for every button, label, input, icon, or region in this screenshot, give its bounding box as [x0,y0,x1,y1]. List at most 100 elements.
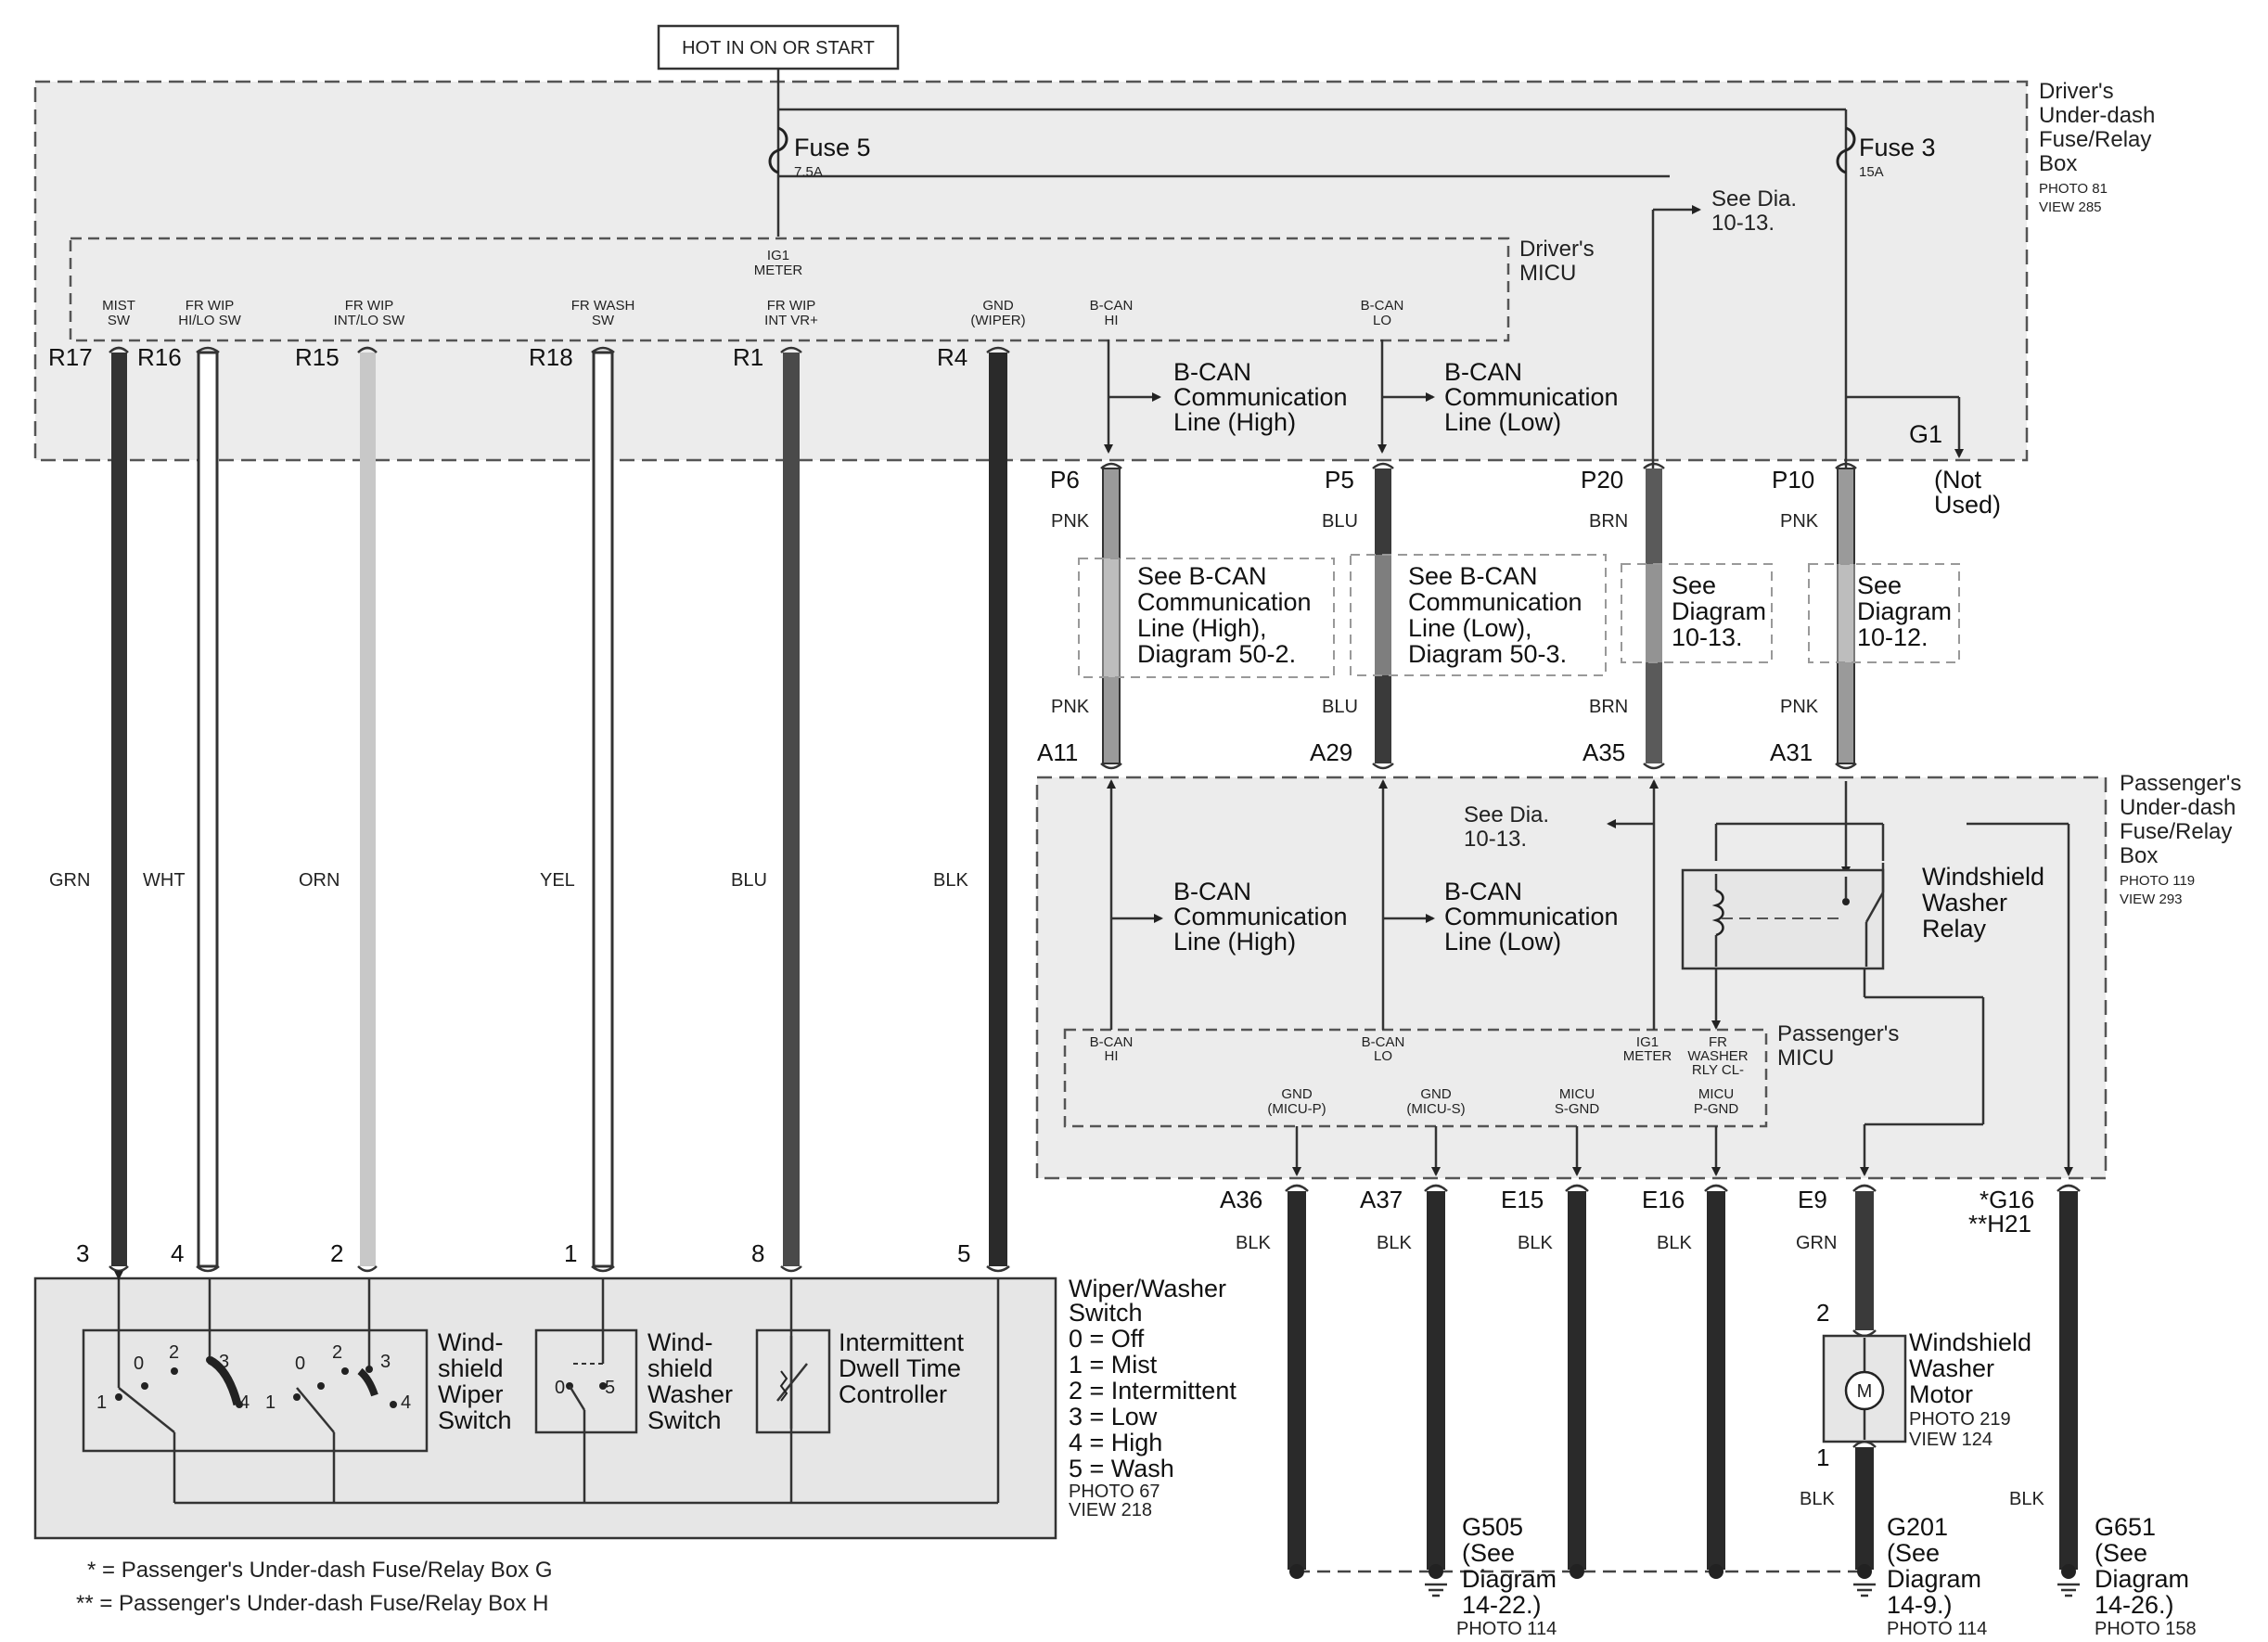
pin-1: 1 [564,1239,577,1267]
meter-label: METER [754,263,803,278]
pin-r16: R16 [137,343,182,371]
pass-box-line-4: Box [2120,843,2158,868]
wire-orn [360,353,376,1266]
bcan-low-top-3: Line (Low) [1444,408,1561,436]
pass-box-photo: PHOTO 119 [2120,873,2195,889]
motor-photo: PHOTO 219 [1909,1409,2011,1430]
bcan-high-top-3: Line (High) [1173,408,1296,436]
see-dia-mid-1: See Dia. [1464,802,1549,827]
legend-1: 1 = Mist [1069,1351,1158,1379]
fuse-5-rating: 7.5A [794,164,823,180]
g1-note-2: Used) [1934,491,2001,519]
term-vr-2: INT VR+ [764,313,818,328]
motor-view: VIEW 124 [1909,1430,1993,1450]
fuse-feed-lines [776,69,1964,468]
note3-line3: 10-13. [1672,623,1743,651]
term-bcanhi-2: HI [1105,313,1119,328]
washer-label-3: Washer [647,1380,733,1408]
drivers-micu-box [69,237,1510,342]
bottom-harness [1285,1184,2081,1570]
wire-e9 [1855,1191,1874,1330]
relay-coil-icon [1711,874,1842,967]
pin-r4: R4 [937,343,967,371]
term-wash-2: SW [592,313,615,328]
legend-3: 3 = Low [1069,1403,1158,1430]
wiper-pos-2b: 2 [332,1342,342,1363]
legend-2: 2 = Intermittent [1069,1377,1237,1405]
pmicu-bot-4a: MICU [1698,1086,1734,1102]
bcan-low-mid-1: B-CAN [1444,878,1522,905]
term-mist-sw-1: MIST [102,298,135,314]
see-dia-mid-2: 10-13. [1464,827,1527,852]
note1-line4: Diagram 50-2. [1137,640,1296,668]
wire-blu [783,353,800,1266]
g505-photo: PHOTO 114 [1456,1619,1557,1639]
fuse-3-symbol [1836,126,1856,174]
color-a37: BLK [1377,1233,1412,1253]
wire-grn [111,353,127,1266]
wire-brn [1646,468,1662,763]
see-dia-top-2: 10-13. [1711,211,1775,236]
wiper-label-2: shield [438,1354,504,1382]
switch-title-2: Switch [1069,1299,1143,1327]
washer-pos-5: 5 [605,1378,615,1398]
wiper-pos-3a: 3 [219,1352,229,1372]
wire-a36 [1288,1191,1306,1570]
wire-e15 [1568,1191,1586,1570]
wire-blk [989,353,1007,1266]
switch-wiring [114,1271,1000,1505]
passenger-box-lines [1107,779,2073,1176]
legend-0: 0 = Off [1069,1325,1145,1353]
drivers-box-line-4: Box [2039,151,2077,176]
g651-ref-1: (See [2095,1539,2147,1567]
g651-ref-2: Diagram [2095,1565,2189,1593]
switch-view: VIEW 218 [1069,1500,1152,1520]
pin-r15: R15 [295,343,340,371]
bcan-low-mid-2: Communication [1444,903,1619,930]
bcan-high-top-2: Communication [1173,383,1348,411]
g651-photo: PHOTO 158 [2095,1619,2197,1639]
pass-box-line-2: Under-dash [2120,795,2236,820]
pmicu-bot-1b: (MICU-P) [1267,1101,1326,1117]
pin-a29: A29 [1310,738,1352,766]
term-mist-sw-2: SW [108,313,131,328]
fuse-3-rating: 15A [1859,164,1884,180]
drivers-box-view: VIEW 285 [2039,199,2102,215]
note3-line1: See [1672,571,1716,599]
wire-a37 [1427,1191,1445,1570]
legend-4: 4 = High [1069,1429,1162,1456]
pin-a36: A36 [1220,1186,1262,1213]
drivers-micu-line-2: MICU [1519,261,1576,286]
g1-note-1: (Not [1934,466,1982,494]
note1-line3: Line (High), [1137,614,1267,642]
pass-micu-2: MICU [1777,1045,1834,1071]
fuse-5-name: Fuse 5 [794,134,871,161]
note1-line2: Communication [1137,588,1312,616]
g201-name: G201 [1887,1513,1948,1541]
pin-r18: R18 [529,343,573,371]
wire-motor-gnd [1855,1447,1874,1570]
wire-g16 [2059,1191,2078,1570]
note3-line2: Diagram [1672,597,1766,625]
pin-3: 3 [76,1239,89,1267]
pin-p5: P5 [1325,466,1354,494]
washer-label-2: shield [647,1354,713,1382]
term-wash-1: FR WASH [571,298,635,314]
pmicu-bot-1a: GND [1281,1086,1313,1102]
drivers-micu-line-1: Driver's [1519,237,1595,262]
pin-a37: A37 [1360,1186,1403,1213]
pin-5: 5 [957,1239,970,1267]
wiper-pos-1b: 1 [265,1392,275,1413]
color-wht: WHT [143,870,186,891]
motor-pin-bottom: 1 [1816,1443,1829,1471]
pass-micu-1: Passenger's [1777,1021,1899,1046]
color-pnk-top-2: PNK [1780,511,1819,532]
pmicu-top-4c: RLY CL- [1692,1062,1744,1078]
color-brn-top: BRN [1589,511,1628,532]
pin-a11: A11 [1037,738,1078,766]
motor-symbol: M [1857,1381,1873,1402]
term-intlo-2: INT/LO SW [334,313,406,328]
bcan-low-mid-3: Line (Low) [1444,928,1561,956]
ig1-label: IG1 [767,248,789,263]
color-blu-top: BLU [1322,511,1358,532]
